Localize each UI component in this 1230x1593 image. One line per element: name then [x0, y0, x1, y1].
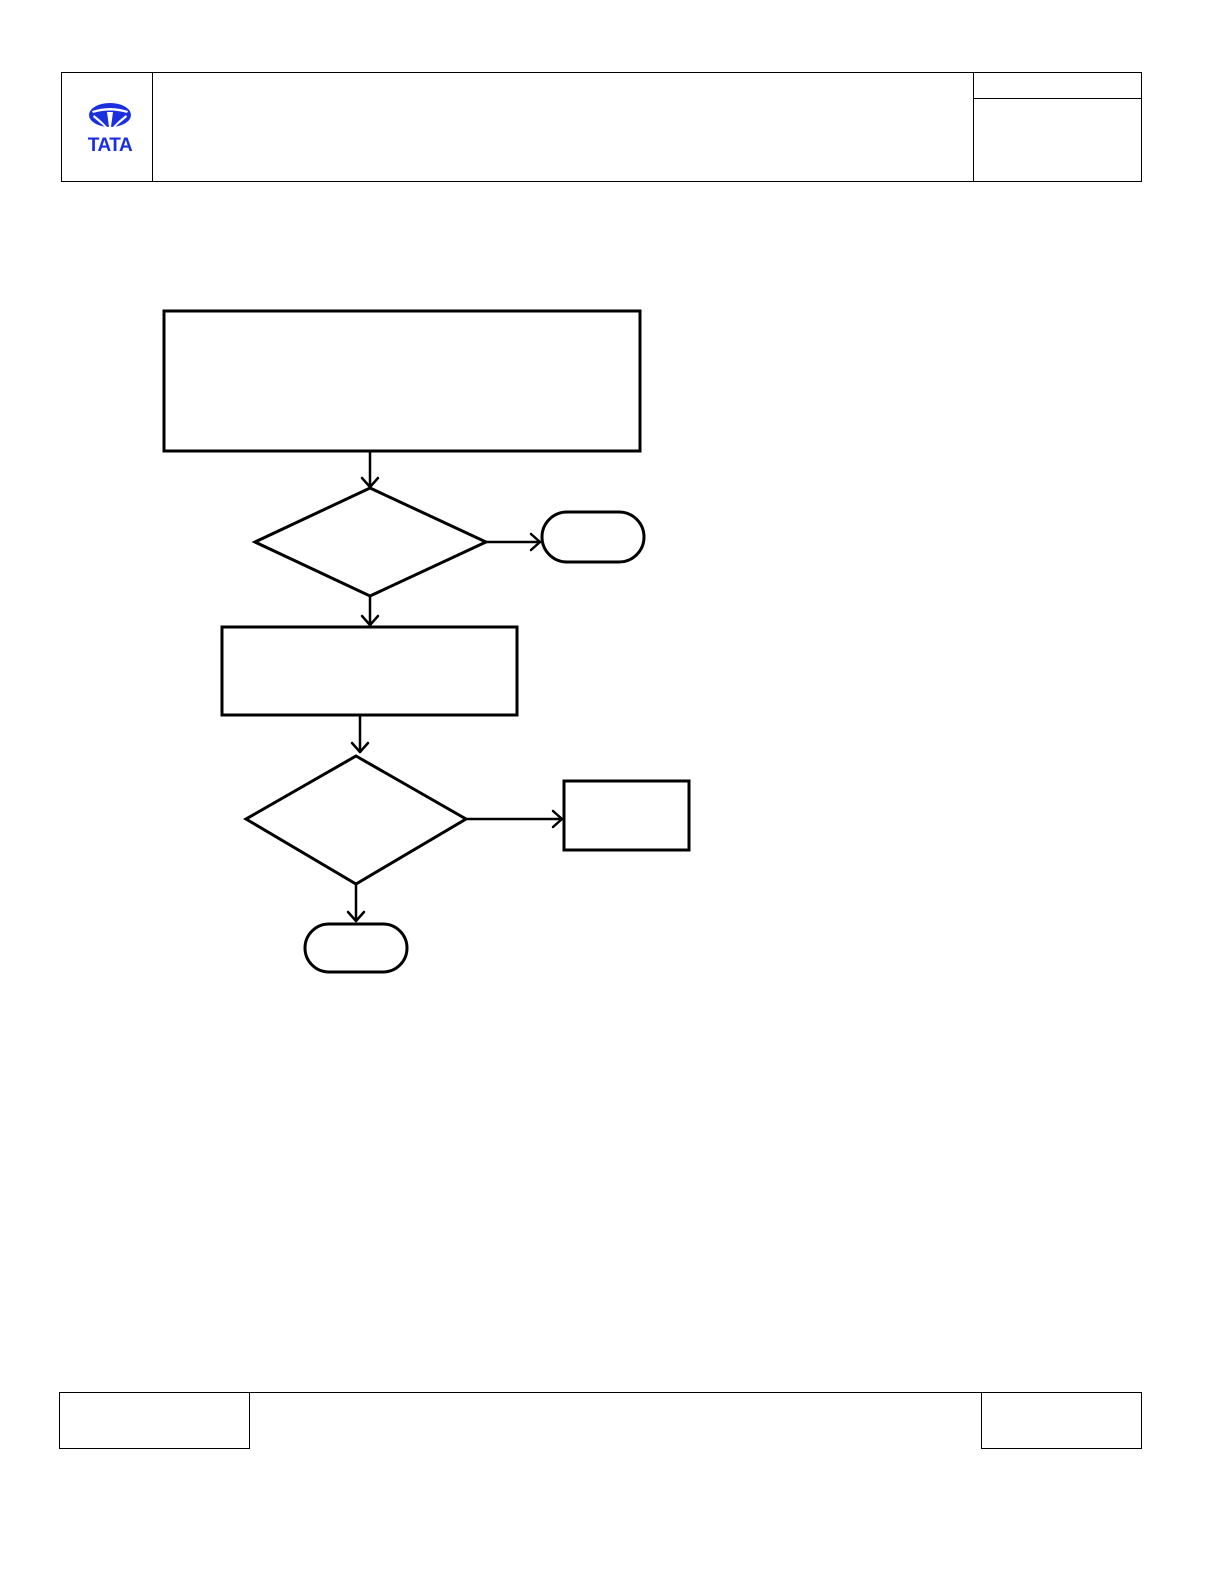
terminal-1 — [540, 510, 646, 564]
arrowhead-decision1 — [360, 476, 380, 489]
header-meta-top-row — [974, 73, 1141, 99]
header-title-cell — [153, 73, 974, 181]
terminal-2 — [303, 922, 409, 974]
process-box-3 — [562, 779, 691, 852]
arrowhead-process3 — [551, 809, 564, 829]
footer-right-cell — [981, 1392, 1142, 1449]
header-meta-cell — [974, 73, 1141, 181]
header-table: TATA — [61, 72, 1142, 182]
decision-diamond-1 — [251, 486, 490, 598]
footer-left-cell — [59, 1392, 250, 1449]
arrowhead-terminal2 — [346, 910, 366, 923]
footer-middle-cell — [249, 1392, 981, 1393]
footer-table — [59, 1392, 1142, 1449]
arrowhead-terminal1 — [529, 532, 542, 552]
header-logo-cell: TATA — [62, 73, 153, 181]
tata-logo: TATA — [88, 103, 133, 155]
decision-diamond-2 — [243, 754, 469, 886]
process-box-1 — [162, 309, 642, 453]
arrowhead-decision2 — [350, 741, 370, 754]
logo-wordmark: TATA — [88, 135, 133, 155]
arrowhead-process2 — [360, 614, 380, 627]
process-box-2 — [220, 625, 519, 717]
